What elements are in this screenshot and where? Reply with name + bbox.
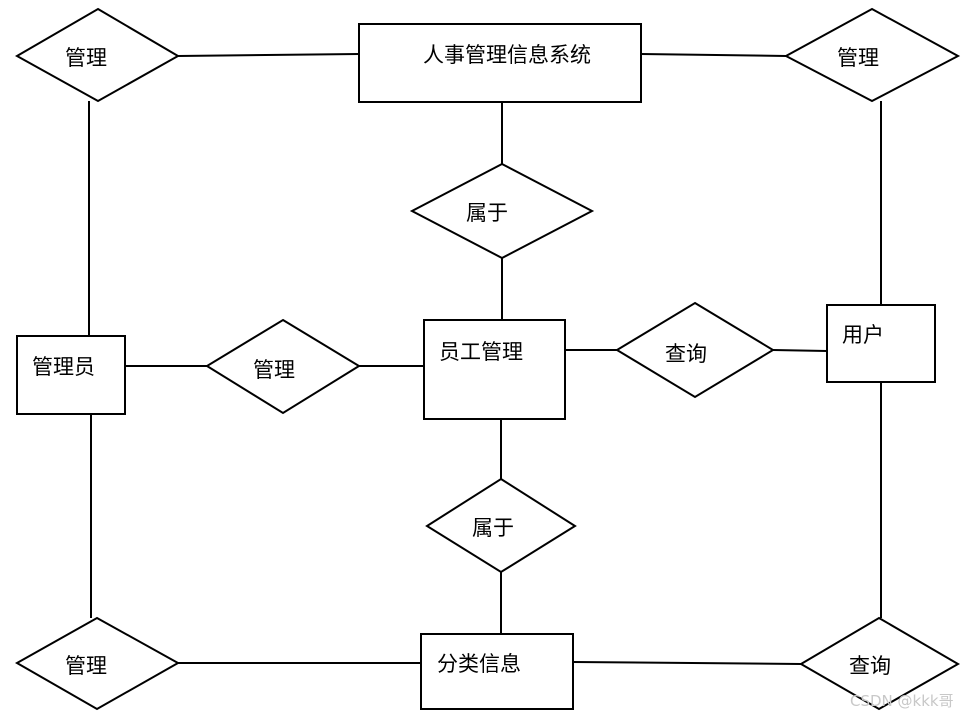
entity-employee: 员工管理 [423,319,566,420]
edge-system-to-manage-tr [640,53,787,57]
rel-manage-bottom-left-label: 管理 [65,654,107,678]
rel-query-middle: 查询 [615,301,775,399]
rel-query-bottom-right: 查询 [799,616,961,711]
entity-admin-box [16,335,126,415]
rel-belongs-upper-diamond [409,162,595,260]
rel-belongs-lower: 属于 [425,477,577,574]
entity-user: 用户 [826,304,936,383]
rel-manage-top-left: 管理 [14,7,181,103]
connectors [88,53,882,665]
watermark-text: CSDN @kkk哥 [850,692,954,710]
entity-category: 分类信息 [420,633,574,710]
entity-user-label: 用户 [842,323,884,347]
rel-query-bottom-right-label: 查询 [849,654,891,678]
rel-query-bottom-right-diamond [799,616,961,711]
rel-belongs-upper-label: 属于 [466,201,508,225]
rel-manage-middle-label: 管理 [253,358,295,382]
edge-query-mid-to-user [772,349,828,352]
entity-category-box [420,633,574,710]
edge-category-to-query-br [572,661,802,665]
rel-query-middle-label: 查询 [665,342,707,366]
edge-manage-tl-to-system [177,53,360,57]
rel-manage-top-right: 管理 [783,7,961,103]
entity-system: 人事管理信息系统 [358,23,642,103]
entity-user-box [826,304,936,383]
entity-category-label: 分类信息 [437,652,521,676]
rel-manage-top-left-diamond [14,7,181,103]
rel-manage-top-right-label: 管理 [837,46,879,70]
entity-system-label: 人事管理信息系统 [423,43,591,67]
entity-admin-label: 管理员 [32,355,95,379]
rel-manage-middle-diamond [205,318,361,415]
rel-manage-bottom-left: 管理 [14,616,181,711]
entity-employee-box [423,319,566,420]
entity-employee-label: 员工管理 [439,340,523,364]
rel-manage-middle: 管理 [205,318,361,415]
rel-belongs-lower-label: 属于 [472,516,514,540]
rel-manage-top-left-label: 管理 [65,46,107,70]
rel-query-middle-diamond [615,301,775,399]
rel-manage-top-right-diamond [783,7,961,103]
entity-admin: 管理员 [16,335,126,415]
rel-belongs-upper: 属于 [409,162,595,260]
rel-manage-bottom-left-diamond [14,616,181,711]
rel-belongs-lower-diamond [425,477,577,574]
entity-system-box [358,23,642,103]
